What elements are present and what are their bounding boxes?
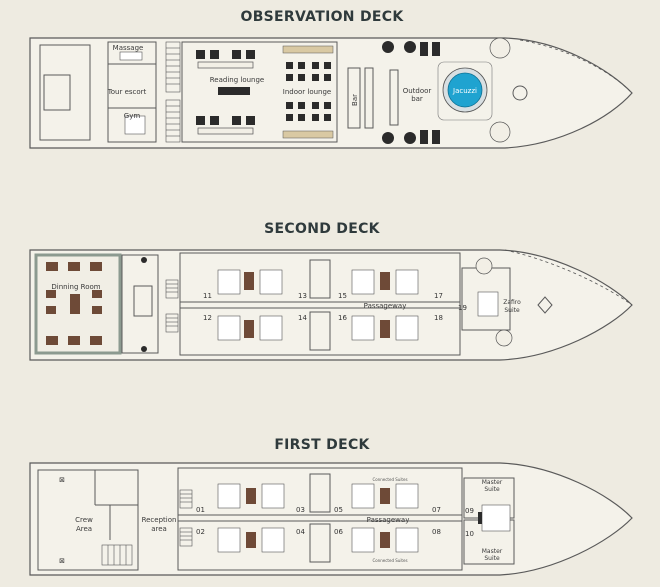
zafiro-bed xyxy=(477,291,499,317)
dining-room-label: Dinning Room xyxy=(51,283,100,291)
cabin-block-second xyxy=(179,252,461,356)
gym-equipment xyxy=(124,115,146,135)
bar-back xyxy=(364,67,374,129)
second-deck-title: SECOND DECK xyxy=(264,221,380,237)
master-number: 09 xyxy=(465,507,474,515)
master-suite-top-line2: Suite xyxy=(484,486,500,493)
bar-counter xyxy=(347,67,361,129)
cabin-number: 17 xyxy=(434,292,443,300)
spa-block xyxy=(107,41,157,143)
connected-suites-top-label: Connected Suites xyxy=(372,477,407,482)
crew-area-label-line1: Crew xyxy=(75,516,93,524)
jacuzzi-deck xyxy=(437,61,493,121)
cabin-number: 11 xyxy=(203,292,212,300)
crew-area-label-line2: Area xyxy=(76,525,92,533)
cabin-number: 08 xyxy=(432,528,441,536)
connected-suites-bottom-label: Connected Suites xyxy=(372,558,407,563)
bow-seat-second-bottom xyxy=(495,329,513,347)
observation-hull xyxy=(29,37,633,149)
reading-lounge-furniture xyxy=(196,50,255,135)
second-deck: Dinning Room 1 xyxy=(29,249,633,361)
stern-room xyxy=(39,44,91,141)
bow-anchor-second xyxy=(537,296,553,314)
observation-deck: Massage Tour escort Gym Reading loun xyxy=(29,37,633,149)
stairs-first xyxy=(179,489,193,547)
suite-number: 19 xyxy=(458,304,467,312)
cabin-number: 18 xyxy=(434,314,443,322)
cabins-second xyxy=(217,259,419,351)
bow-winch xyxy=(512,85,528,101)
first-hull xyxy=(29,462,633,576)
master-suite-bottom-line1: Master xyxy=(482,548,503,555)
outdoor-bar-label-line2: bar xyxy=(411,95,423,103)
lounge-enclosure xyxy=(181,41,338,143)
passageway-first-label: Passageway xyxy=(367,516,410,524)
cabins-first xyxy=(217,473,419,563)
cabin-number: 14 xyxy=(298,314,307,322)
reception-label-line1: Reception xyxy=(142,516,177,524)
outdoor-tables xyxy=(382,41,440,144)
zafiro-label-line2: Suite xyxy=(504,307,520,314)
indoor-lounge-label: Indoor lounge xyxy=(283,88,331,96)
bow-umbrella-top xyxy=(489,37,511,59)
crew-area xyxy=(37,469,139,571)
cabin-block-first xyxy=(177,467,463,571)
jacuzzi-label: Jacuzzi xyxy=(452,87,477,95)
cabin-number: 04 xyxy=(296,528,305,536)
cabin-number: 03 xyxy=(296,506,305,514)
cabin-number: 01 xyxy=(196,506,205,514)
reception-label-line2: area xyxy=(151,525,167,533)
cabin-number: 02 xyxy=(196,528,205,536)
jacuzzi-pool xyxy=(447,72,483,108)
observation-deck-title: OBSERVATION DECK xyxy=(241,9,405,25)
reading-lounge-label: Reading lounge xyxy=(210,76,265,84)
outdoor-bar-counter xyxy=(389,69,399,126)
cabin-number: 16 xyxy=(338,314,347,322)
stairs-second xyxy=(165,279,179,333)
stern-box xyxy=(43,74,71,111)
zafiro-label-line1: Zafiro xyxy=(503,299,521,306)
first-deck-title: FIRST DECK xyxy=(274,437,370,453)
first-deck: ⊠ Crew Area Reception area Connected xyxy=(29,462,633,576)
cabin-number: 06 xyxy=(334,528,343,536)
bow-outline-second xyxy=(504,249,633,306)
massage-label: Massage xyxy=(113,44,144,52)
crew-marker: ⊠ xyxy=(59,476,65,484)
stairs-observation xyxy=(165,41,181,143)
gym-label: Gym xyxy=(124,112,141,120)
outdoor-bar-label-line1: Outdoor xyxy=(403,87,432,95)
master-suite-bottom-line2: Suite xyxy=(484,555,500,562)
master-suite-top-line1: Master xyxy=(482,479,503,486)
bow-seat-second-top xyxy=(475,257,493,275)
bow-umbrella-bottom xyxy=(489,121,511,143)
indoor-lounge-furniture xyxy=(282,45,334,139)
crew-marker-bottom: ⊠ xyxy=(59,557,65,565)
galley xyxy=(121,254,159,354)
cabin-number: 05 xyxy=(334,506,343,514)
master-suite-bed xyxy=(481,504,511,532)
dining-tables xyxy=(46,262,102,345)
galley-station xyxy=(133,285,153,317)
bar-label: Bar xyxy=(351,94,359,106)
bow-outline-observation xyxy=(519,39,633,94)
cabin-number: 12 xyxy=(203,314,212,322)
massage-table xyxy=(119,51,143,61)
master-number: 10 xyxy=(465,530,474,538)
cabin-number: 13 xyxy=(298,292,307,300)
cabin-number: 07 xyxy=(432,506,441,514)
tour-escort-label: Tour escort xyxy=(107,88,147,96)
passageway-second-label: Passageway xyxy=(364,302,407,310)
cabin-number: 15 xyxy=(338,292,347,300)
